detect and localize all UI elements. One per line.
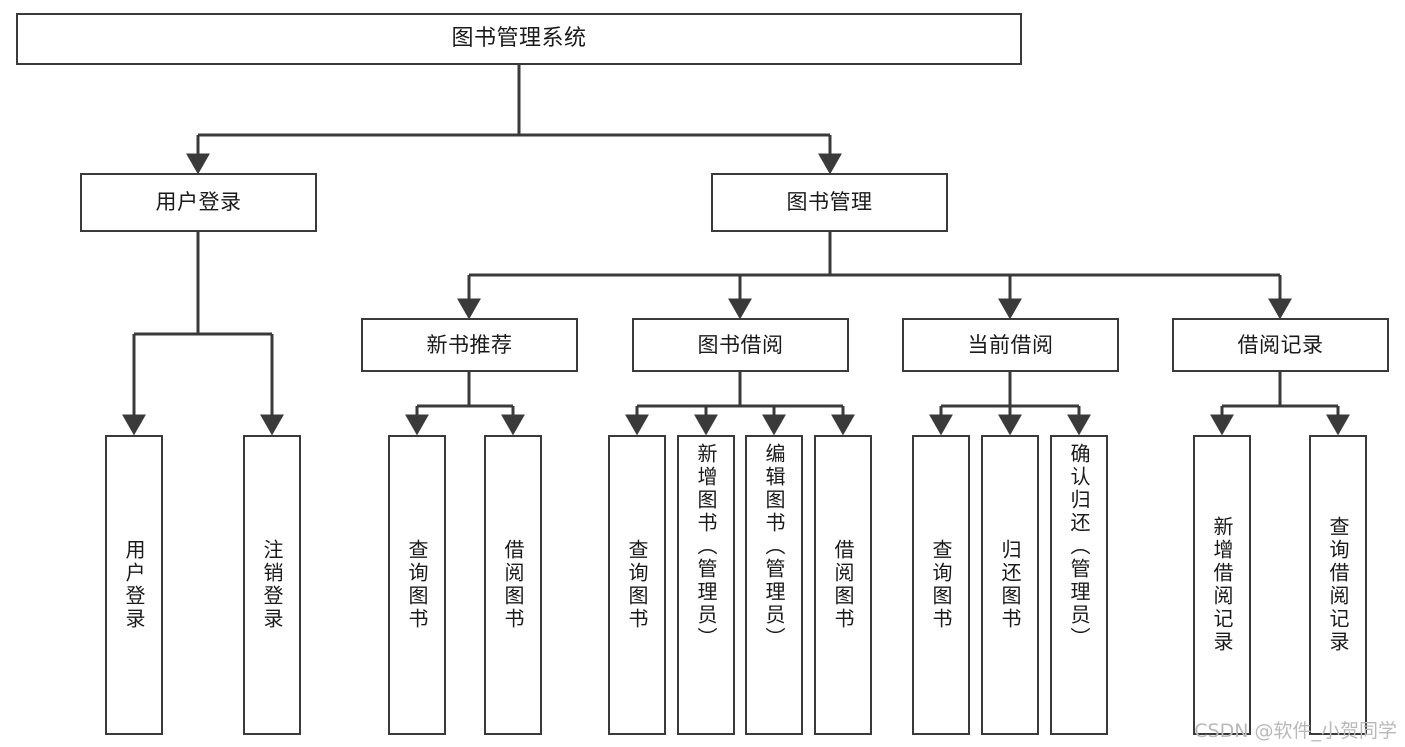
leaf-logout[interactable]: 注销登录 [243, 435, 301, 735]
node-label: 当前借阅 [967, 332, 1054, 357]
csdn-watermark: CSDN @软件_小贺同学 [1194, 720, 1397, 742]
node-user-login[interactable]: 用户登录 [80, 173, 317, 232]
node-label: 新书推荐 [426, 332, 513, 357]
leaf-query-book-current[interactable]: 查询图书 [912, 435, 970, 735]
node-label: 查询图书 [929, 539, 953, 631]
node-label: 借阅图书 [831, 539, 855, 631]
node-label: 注销登录 [260, 539, 284, 631]
node-label: 图书管理 [786, 190, 873, 215]
node-label: 查询图书 [625, 539, 649, 631]
node-book-management[interactable]: 图书管理 [711, 173, 948, 232]
node-borrow-record[interactable]: 借阅记录 [1172, 318, 1389, 372]
leaf-edit-book-admin[interactable]: 编辑图书（管理员） [745, 435, 803, 735]
node-label: 查询图书 [405, 539, 429, 631]
leaf-query-book-borrow[interactable]: 查询图书 [608, 435, 666, 735]
node-label: 查询借阅记录 [1326, 516, 1350, 654]
node-label: 用户登录 [122, 539, 146, 631]
leaf-return-book[interactable]: 归还图书 [981, 435, 1039, 735]
leaf-query-book-recommend[interactable]: 查询图书 [388, 435, 446, 735]
node-label: 新增借阅记录 [1210, 516, 1234, 654]
leaf-add-book-admin[interactable]: 新增图书（管理员） [677, 435, 735, 735]
node-label: 用户登录 [155, 190, 242, 215]
node-current-borrow[interactable]: 当前借阅 [902, 318, 1119, 372]
node-label: 归还图书 [998, 539, 1022, 631]
leaf-user-login[interactable]: 用户登录 [105, 435, 163, 735]
leaf-borrow-book-recommend[interactable]: 借阅图书 [484, 435, 542, 735]
leaf-add-borrow-record[interactable]: 新增借阅记录 [1193, 435, 1251, 735]
node-book-borrow[interactable]: 图书借阅 [632, 318, 849, 372]
node-label: 新增图书（管理员） [694, 443, 718, 650]
node-root-book-management-system[interactable]: 图书管理系统 [16, 13, 1022, 65]
node-label: 图书管理系统 [451, 26, 587, 52]
node-label: 图书借阅 [697, 332, 784, 357]
leaf-query-borrow-record[interactable]: 查询借阅记录 [1309, 435, 1367, 735]
node-label: 借阅记录 [1237, 332, 1324, 357]
leaf-confirm-return-admin[interactable]: 确认归还（管理员） [1050, 435, 1108, 735]
node-new-book-recommend[interactable]: 新书推荐 [361, 318, 578, 372]
leaf-borrow-book[interactable]: 借阅图书 [814, 435, 872, 735]
node-label: 编辑图书（管理员） [762, 443, 786, 650]
node-label: 确认归还（管理员） [1067, 443, 1091, 650]
node-label: 借阅图书 [501, 539, 525, 631]
